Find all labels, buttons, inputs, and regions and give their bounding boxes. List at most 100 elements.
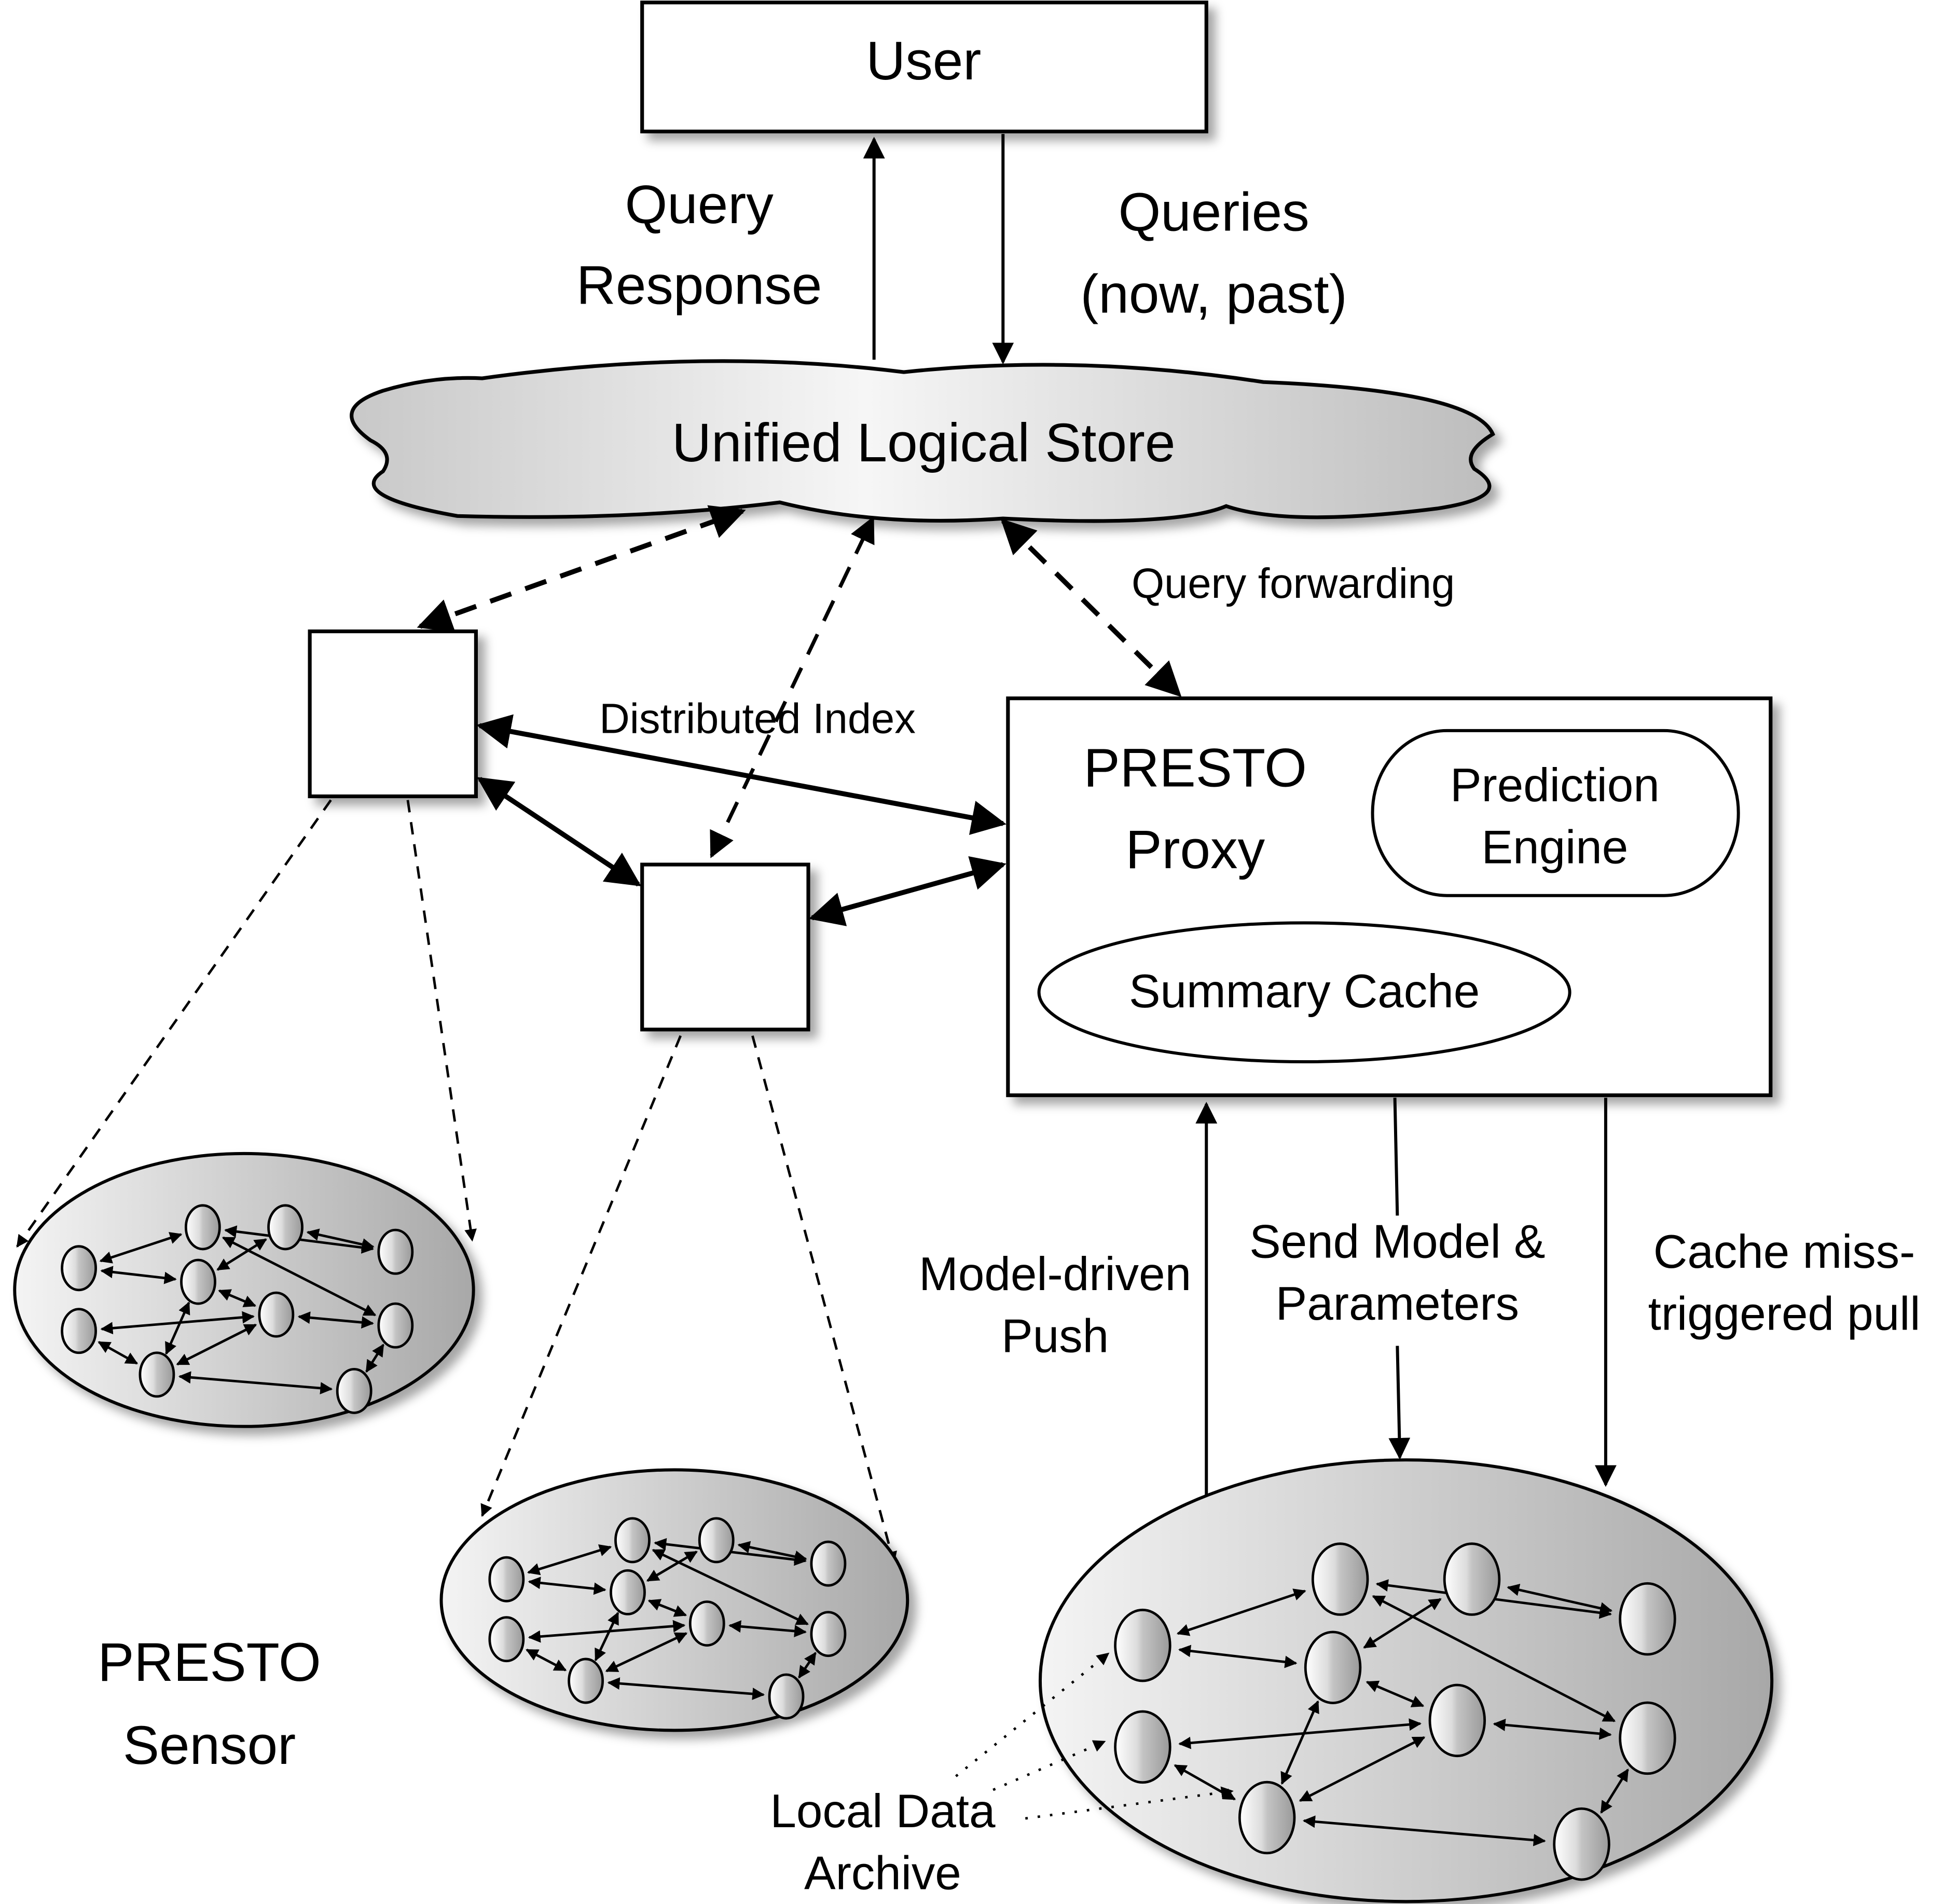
queries-label-2: (now, past) — [1080, 264, 1347, 324]
cloud-index1-link — [417, 505, 746, 633]
cluster-link — [1299, 1736, 1426, 1802]
prediction-engine-label-1: Prediction — [1450, 759, 1660, 812]
cluster-link — [526, 1649, 567, 1672]
cluster-link — [222, 1236, 377, 1317]
presto-proxy-box: PRESTO Proxy Prediction Engine Summary C… — [1006, 696, 1773, 1098]
sensor-cluster-2 — [439, 1468, 909, 1732]
sensor-node — [1114, 1608, 1171, 1682]
cluster-link — [1178, 1645, 1298, 1668]
summary-cache — [1037, 921, 1571, 1064]
cloud-index2-link — [710, 516, 875, 858]
sensor-node — [810, 1540, 847, 1587]
sensor-node — [61, 1308, 97, 1354]
cluster-link — [1372, 1595, 1616, 1722]
archive-pointer-1 — [955, 1652, 1110, 1777]
sensor-node — [810, 1611, 847, 1658]
cluster-link — [99, 1232, 183, 1264]
sensor-node — [139, 1351, 175, 1398]
query-response-label-2: Response — [576, 255, 822, 316]
index-node-2 — [640, 862, 810, 1032]
cache-miss-label-1: Cache miss- — [1653, 1226, 1915, 1278]
sensor-node — [336, 1367, 373, 1414]
cluster-link — [297, 1311, 374, 1329]
store-label: Unified Logical Store — [672, 413, 1175, 473]
sensor-node — [698, 1517, 735, 1564]
prediction-engine-label-2: Engine — [1482, 821, 1629, 874]
distributed-index-label: Distributed Index — [599, 695, 916, 743]
sensor-node — [377, 1228, 414, 1275]
cluster-link — [1302, 1815, 1546, 1846]
index1-cluster1-right — [406, 800, 477, 1242]
cluster-link — [1493, 1719, 1612, 1740]
cache-miss-label-2: triggered pull — [1648, 1287, 1921, 1340]
sensor-node — [1238, 1780, 1296, 1855]
sensor-node — [377, 1302, 414, 1349]
cluster-link — [176, 1323, 257, 1366]
sensor-node — [488, 1616, 525, 1663]
cluster-link — [98, 1341, 139, 1365]
sensor-node — [688, 1600, 725, 1647]
cluster-link — [528, 1577, 606, 1595]
sensor-cluster-3 — [1038, 1458, 1774, 1903]
sensor-node — [1619, 1582, 1676, 1656]
index2-cluster2-right — [751, 1035, 897, 1564]
archive-pointer-2 — [992, 1740, 1106, 1791]
local-data-archive-label-1: Local Data — [770, 1785, 996, 1838]
summary-cache-label: Summary Cache — [1129, 965, 1480, 1018]
cluster-link — [1176, 1588, 1306, 1636]
presto-sensor-label-1: PRESTO — [98, 1632, 321, 1693]
sensor-node — [1553, 1807, 1610, 1881]
local-data-archive-label-2: Archive — [804, 1847, 961, 1899]
user-label: User — [866, 31, 981, 91]
sensor-node — [1619, 1701, 1676, 1775]
cluster-link — [605, 1632, 688, 1673]
cluster-link — [100, 1266, 177, 1284]
index2-proxy-link — [808, 856, 1007, 926]
send-model-label-1: Send Model & — [1249, 1216, 1545, 1268]
cluster-link — [365, 1344, 384, 1373]
unified-logical-store-cloud — [350, 359, 1495, 523]
proxy-title-2: Proxy — [1125, 819, 1265, 880]
sensor-node — [768, 1673, 805, 1720]
sensor-node — [184, 1204, 221, 1251]
model-driven-push-label-1: Model-driven — [919, 1248, 1191, 1300]
user-box: User — [640, 1, 1208, 133]
model-driven-push-label-2: Push — [1001, 1310, 1109, 1362]
sensor-node — [1443, 1542, 1501, 1616]
index1-proxy-link — [476, 714, 1007, 835]
proxy-title-1: PRESTO — [1083, 737, 1306, 798]
index2-cluster2-left — [480, 1035, 682, 1517]
send-model-arrow — [1388, 1346, 1411, 1460]
sensor-node — [61, 1245, 97, 1292]
cluster-link — [607, 1677, 765, 1700]
cluster-link — [1600, 1769, 1629, 1814]
send-model-label-2: Parameters — [1276, 1278, 1519, 1330]
sensor-node — [488, 1556, 525, 1602]
sensor-cluster-1 — [13, 1152, 475, 1428]
cluster-link — [798, 1652, 817, 1679]
archive-pointer-3 — [1025, 1786, 1234, 1820]
send-model-line-top — [1393, 1098, 1399, 1216]
query-forwarding-label: Query forwarding — [1132, 560, 1455, 607]
cluster-link — [178, 1371, 333, 1394]
sensor-node — [1114, 1710, 1171, 1784]
sensor-node — [610, 1569, 646, 1615]
query-forwarding-link — [1000, 518, 1182, 697]
index1-index2-link — [477, 777, 642, 887]
sensor-node — [267, 1204, 304, 1251]
cluster-link — [527, 1544, 612, 1576]
index-node-1 — [308, 629, 478, 799]
queries-label-1: Queries — [1118, 182, 1309, 243]
sensor-node — [258, 1291, 295, 1338]
cluster-link — [728, 1620, 807, 1637]
sensor-node — [614, 1517, 651, 1564]
sensor-node — [1311, 1542, 1369, 1616]
cluster-link — [652, 1549, 809, 1625]
prediction-engine — [1371, 729, 1740, 897]
sensor-node — [180, 1258, 216, 1305]
sensor-node — [1428, 1683, 1486, 1758]
index1-cluster1-left — [16, 799, 332, 1248]
query-response-label-1: Query — [625, 174, 774, 235]
sensor-node — [1304, 1631, 1362, 1704]
